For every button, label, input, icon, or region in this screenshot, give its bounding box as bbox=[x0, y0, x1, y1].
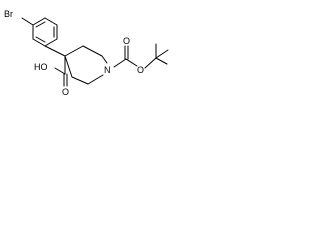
boc-carbonyl-oxygen-label: O bbox=[123, 36, 130, 46]
bromine-label: Br bbox=[4, 9, 13, 19]
bond-pip-1 bbox=[64, 45, 84, 57]
aromatic-inner-1 bbox=[35, 21, 46, 28]
bond-pip-5 bbox=[71, 76, 89, 85]
chemical-structure: Br N HO O O O bbox=[4, 9, 169, 97]
bond-pip-3 bbox=[101, 55, 108, 64]
bond-carbonyl-ester-o bbox=[125, 58, 138, 67]
hydroxyl-label: HO bbox=[34, 62, 48, 72]
piperidine-ring bbox=[64, 45, 108, 85]
ester-oxygen-label: O bbox=[137, 65, 144, 75]
bond-pip-6 bbox=[64, 55, 73, 78]
bond-c-br bbox=[21, 17, 34, 26]
bond-pip-2 bbox=[82, 45, 103, 57]
bond-ester-o-tbutyl bbox=[144, 57, 157, 69]
bond-carboxyl-oh bbox=[54, 67, 66, 75]
bond-ring-1 bbox=[32, 17, 46, 26]
nitrogen-label: N bbox=[104, 65, 111, 75]
tert-butyl-group bbox=[155, 43, 169, 65]
bond-tbutyl-down bbox=[155, 57, 168, 65]
acid-carbonyl-oxygen-label: O bbox=[62, 87, 69, 97]
bond-tbutyl-right bbox=[155, 49, 169, 59]
bromophenyl-ring bbox=[32, 17, 58, 47]
aromatic-inner-3 bbox=[35, 36, 46, 43]
bond-ring-5 bbox=[32, 38, 46, 47]
bond-pip-4 bbox=[87, 74, 104, 85]
bond-phenyl-quaternary bbox=[44, 45, 66, 57]
bond-n-carbonyl bbox=[113, 58, 127, 68]
bond-ring-2 bbox=[44, 17, 58, 26]
bond-ring-4 bbox=[44, 38, 58, 47]
